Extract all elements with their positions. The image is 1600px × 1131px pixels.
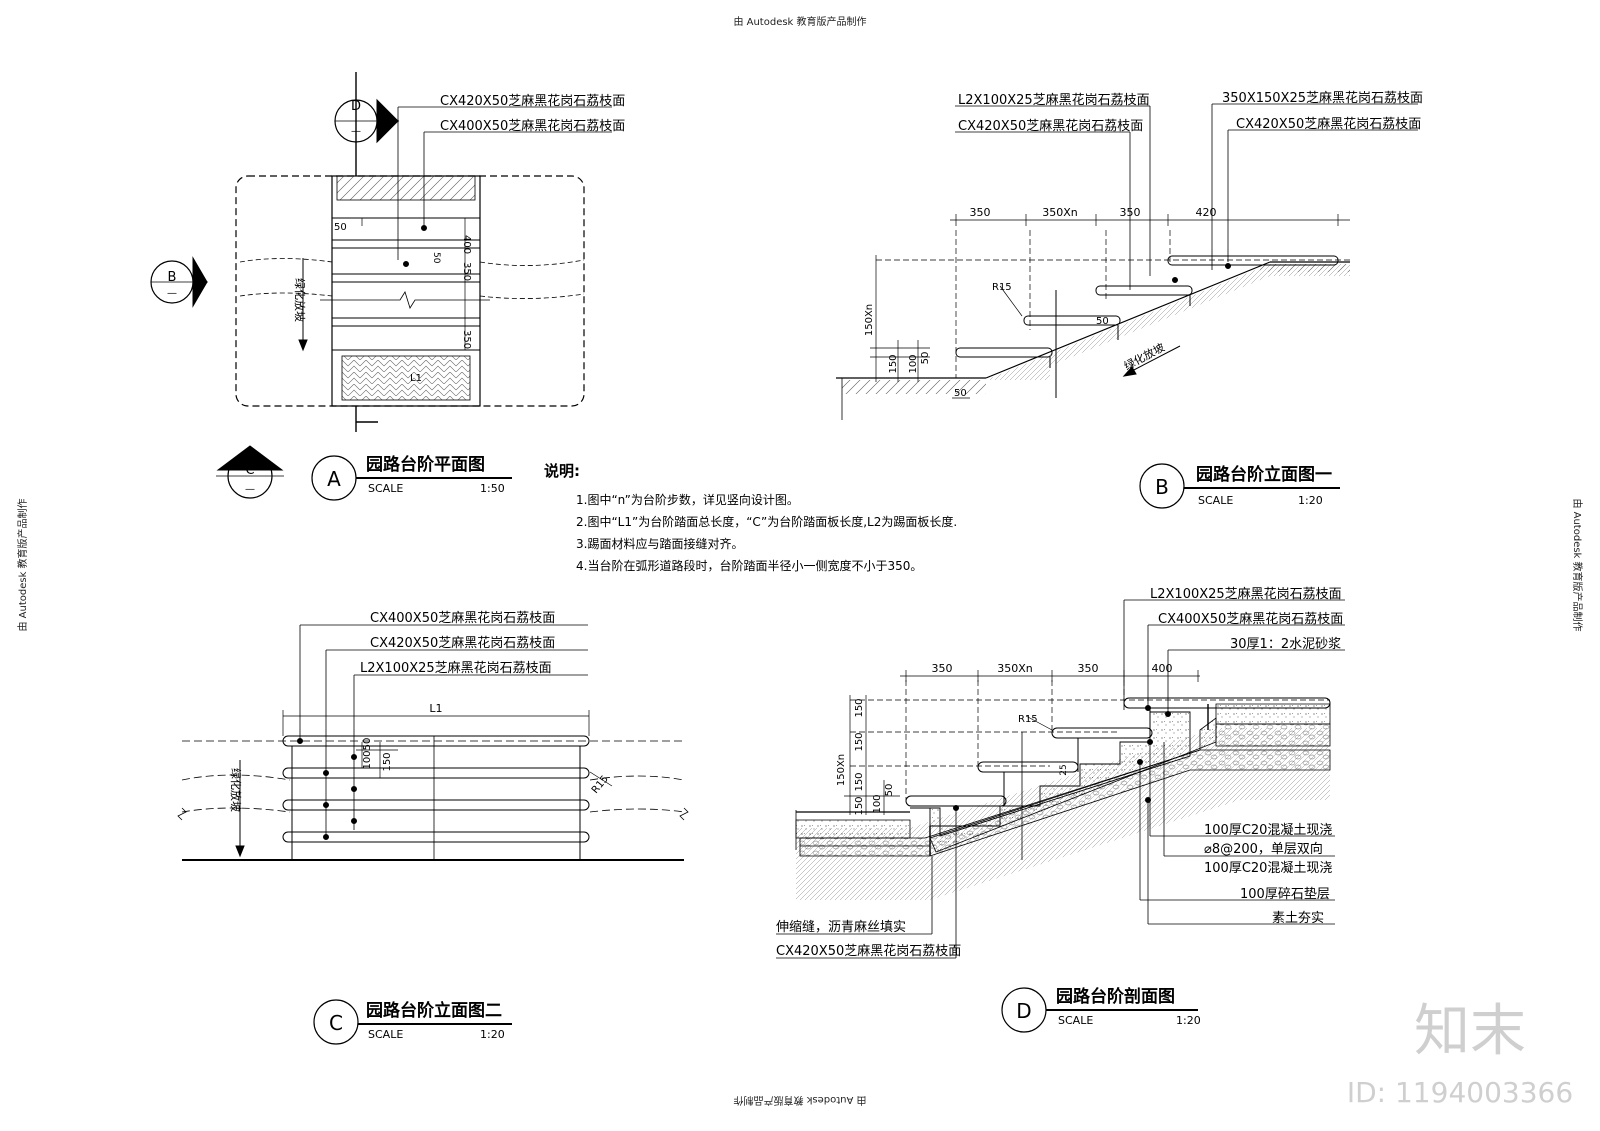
elev2-h150: 150 <box>382 752 393 771</box>
title-c-letter: C <box>329 1011 343 1035</box>
plan-dim-50b: 50 <box>431 252 441 264</box>
elev1-label-4: CX420X50芝麻黑花岗石荔枝面 <box>1236 116 1421 132</box>
autodesk-watermark-bottom: 由 Autodesk 教育版产品制作 <box>733 1094 866 1107</box>
callout-c-dash: — <box>245 484 255 495</box>
elev1-label-1: L2X100X25芝麻黑花岗石荔枝面 <box>958 92 1150 108</box>
elev1-dim-3: 350 <box>1120 206 1141 219</box>
elev1-d50b: 50 <box>1096 316 1109 327</box>
section-left-2: CX420X50芝麻黑花岗石荔枝面 <box>776 943 961 959</box>
drawing-b-elevation <box>836 103 1418 509</box>
drawing-c-elevation <box>177 624 689 1045</box>
callout-c-letter: C <box>245 463 254 478</box>
elev2-label-1: CX400X50芝麻黑花岗石荔枝面 <box>370 610 555 626</box>
elev1-h50: 50 <box>920 352 931 365</box>
autodesk-watermark-top: 由 Autodesk 教育版产品制作 <box>733 15 866 28</box>
section-h150n: 150Xn <box>836 754 847 786</box>
section-h50: 50 <box>884 784 895 797</box>
title-b: 园路台阶立面图一 <box>1196 464 1332 485</box>
plan-dim-50: 50 <box>334 222 347 233</box>
section-h150a: 150 <box>854 698 865 717</box>
elev1-h150n: 150Xn <box>864 304 875 336</box>
znzmo-logo: 知末 <box>1414 999 1526 1064</box>
title-b-scale: 1:20 <box>1298 494 1323 507</box>
drawing-d-section <box>776 599 1345 1033</box>
elev2-h50: 50 <box>362 738 373 751</box>
callout-d-letter: D <box>351 99 361 114</box>
drawing-a-plan <box>150 72 612 501</box>
elev2-label-3: L2X100X25芝麻黑花岗石荔枝面 <box>360 660 552 676</box>
section-h150b: 150 <box>854 732 865 751</box>
elev2-label-2: CX420X50芝麻黑花岗石荔枝面 <box>370 635 555 651</box>
elev1-dim-2: 350Xn <box>1042 206 1078 219</box>
title-b-scale-label: SCALE <box>1198 494 1233 507</box>
image-id: ID: 1194003366 <box>1347 1076 1573 1109</box>
plan-dim-350b: 350 <box>461 330 472 349</box>
section-right-2: ⌀8@200，单层双向 <box>1204 841 1323 857</box>
section-h150d: 150 <box>854 796 865 815</box>
section-left-1: 伸缩缝，沥青麻丝填实 <box>776 919 906 935</box>
plan-dim-400: 400 <box>461 235 472 254</box>
notes-item-1: 1.图中“n”为台阶步数，详见竖向设计图。 <box>576 492 799 507</box>
title-c-scale: 1:20 <box>480 1028 505 1041</box>
plan-dim-350: 350 <box>461 262 472 281</box>
section-dim-2: 350Xn <box>997 662 1033 675</box>
title-d-letter: D <box>1016 999 1031 1023</box>
elev1-dim-1: 350 <box>970 206 991 219</box>
plan-label-2: CX400X50芝麻黑花岗石荔枝面 <box>440 118 625 134</box>
elev2-h100: 100 <box>362 750 373 769</box>
elev1-label-3: 350X150X25芝麻黑花岗石荔枝面 <box>1222 90 1423 106</box>
callout-b-dash: — <box>167 288 177 299</box>
notes-item-3: 3.踢面材料应与踏面接缝对齐。 <box>576 536 743 551</box>
section-r15: R15 <box>1018 714 1038 725</box>
title-d: 园路台阶剖面图 <box>1056 986 1175 1007</box>
section-label-3: 30厚1：2水泥砂浆 <box>1230 637 1341 652</box>
section-label-1: L2X100X25芝麻黑花岗石荔枝面 <box>1150 586 1342 602</box>
notes-heading: 说明: <box>544 462 580 480</box>
title-c: 园路台阶立面图二 <box>366 1000 502 1021</box>
section-d25: 25 <box>1059 764 1069 775</box>
plan-slope-label: 绿化放坡 <box>293 278 307 322</box>
elev2-l1: L1 <box>429 702 442 715</box>
elev2-r15: R15 <box>590 774 611 796</box>
plan-l1: L1 <box>410 373 422 384</box>
elev1-h150: 150 <box>888 354 899 373</box>
section-right-3: 100厚C20混凝土现浇 <box>1204 860 1332 876</box>
elev1-label-2: CX420X50芝麻黑花岗石荔枝面 <box>958 118 1143 134</box>
autodesk-watermark-left: 由 Autodesk 教育版产品制作 <box>16 498 29 631</box>
title-a-letter: A <box>327 467 341 491</box>
section-dim-1: 350 <box>932 662 953 675</box>
elev2-slope: 绿化放坡 <box>229 768 243 812</box>
section-right-5: 素土夯实 <box>1272 911 1324 926</box>
callout-b-letter: B <box>168 270 177 285</box>
elev1-d50: 50 <box>954 388 967 399</box>
title-b-letter: B <box>1155 475 1169 499</box>
title-a-scale: 1:50 <box>480 482 505 495</box>
title-a-scale-label: SCALE <box>368 482 403 495</box>
title-c-scale-label: SCALE <box>368 1028 403 1041</box>
title-a: 园路台阶平面图 <box>366 454 485 475</box>
elev1-r15: R15 <box>992 282 1012 293</box>
plan-label-1: CX420X50芝麻黑花岗石荔枝面 <box>440 93 625 109</box>
section-dim-3: 350 <box>1078 662 1099 675</box>
callout-d-dash: — <box>351 126 361 137</box>
section-right-4: 100厚碎石垫层 <box>1240 886 1330 902</box>
notes-item-2: 2.图中“L1”为台阶踏面总长度，“C”为台阶踏面板长度,L2为踢面板长度. <box>576 514 957 529</box>
elev1-dim-4: 420 <box>1196 206 1217 219</box>
section-dim-4: 400 <box>1152 662 1173 675</box>
notes-item-4: 4.当台阶在弧形道路段时，台阶踏面半径小一侧宽度不小于350。 <box>576 558 922 573</box>
section-right-1: 100厚C20混凝土现浇 <box>1204 822 1332 838</box>
section-h100: 100 <box>872 794 883 813</box>
autodesk-watermark-right: 由 Autodesk 教育版产品制作 <box>1571 498 1584 631</box>
elev1-h100: 100 <box>908 354 919 373</box>
title-d-scale-label: SCALE <box>1058 1014 1093 1027</box>
title-d-scale: 1:20 <box>1176 1014 1201 1027</box>
section-label-2: CX400X50芝麻黑花岗石荔枝面 <box>1158 611 1343 627</box>
section-h150c: 150 <box>854 772 865 791</box>
